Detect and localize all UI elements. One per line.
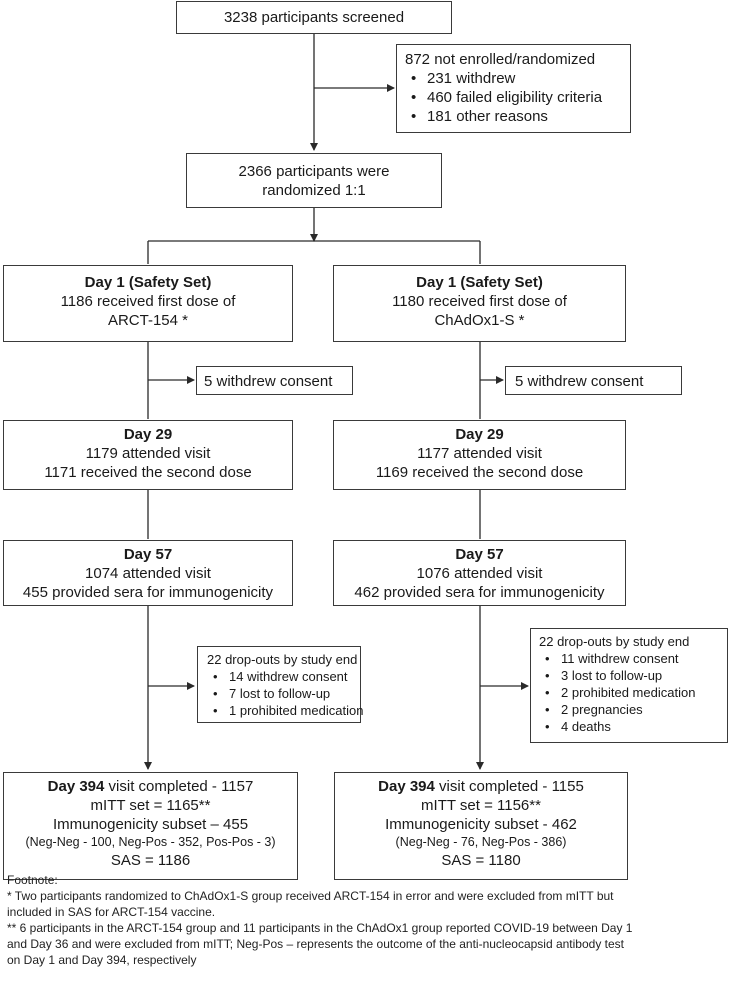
not-enrolled-item: 181 other reasons — [405, 107, 630, 126]
footnote-2b: and Day 36 and were excluded from mITT; … — [7, 937, 625, 951]
left-day394-mitt: mITT set = 1165** — [90, 797, 211, 814]
right-day57-line1: 1076 attended visit — [416, 565, 543, 582]
footnote: Footnote: * Two participants randomized … — [7, 872, 722, 968]
randomized-line1: 2366 participants were — [238, 163, 390, 180]
right-day29-title: Day 29 — [455, 426, 504, 443]
footnote-2c: on Day 1 and Day 394, respectively — [7, 953, 197, 967]
right-dropouts-item: 2 prohibited medication — [539, 684, 727, 701]
right-day394-box: Day 394 visit completed - 1155 mITT set … — [334, 772, 628, 880]
right-dropouts-item: 2 pregnancies — [539, 701, 727, 718]
right-day57-box: Day 57 1076 attended visit 462 provided … — [333, 540, 626, 606]
left-dropouts-box: 22 drop-outs by study end 14 withdrew co… — [197, 646, 363, 723]
left-dropouts-item: 7 lost to follow-up — [207, 685, 360, 702]
left-day394-title-bold: Day 394 — [47, 778, 105, 795]
right-day1-line1: 1180 received first dose of — [392, 293, 567, 310]
right-dropouts-title: 22 drop-outs by study end — [539, 634, 690, 649]
left-day29-line1: 1179 attended visit — [85, 445, 211, 462]
right-day29-box: Day 29 1177 attended visit 1169 received… — [333, 420, 626, 490]
right-day394-immuno: Immunogenicity subset - 462 — [385, 816, 577, 833]
right-day29-line1: 1177 attended visit — [417, 445, 542, 462]
right-day394-title-bold: Day 394 — [378, 778, 435, 795]
randomized-box: 2366 participants were randomized 1:1 — [186, 153, 442, 208]
left-day394-title: Day 394 visit completed - 1157 — [4, 777, 297, 796]
right-day1-box: Day 1 (Safety Set) 1180 received first d… — [333, 265, 626, 342]
left-dropouts-title: 22 drop-outs by study end — [207, 652, 358, 667]
left-day394-subset: (Neg-Neg - 100, Neg-Pos - 352, Pos-Pos -… — [25, 835, 276, 849]
randomized-line2: randomized 1:1 — [262, 182, 366, 199]
right-dropouts-box: 22 drop-outs by study end 11 withdrew co… — [530, 628, 728, 743]
not-enrolled-item: 460 failed eligibility criteria — [405, 88, 630, 107]
footnote-2a: ** 6 participants in the ARCT-154 group … — [7, 921, 633, 935]
right-dropouts-item: 3 lost to follow-up — [539, 667, 727, 684]
left-day1-line2: ARCT-154 * — [107, 312, 189, 329]
left-day29-title: Day 29 — [123, 426, 173, 443]
right-dropouts-item: 11 withdrew consent — [539, 650, 727, 667]
left-withdrew-box: 5 withdrew consent — [196, 366, 353, 395]
right-day29-line2: 1169 received the second dose — [375, 464, 584, 481]
right-day57-line2: 462 provided sera for immunogenicity — [354, 584, 605, 601]
right-withdrew-text: 5 withdrew consent — [515, 373, 644, 390]
left-day394-box: Day 394 visit completed - 1157 mITT set … — [3, 772, 298, 880]
not-enrolled-title: 872 not enrolled/randomized — [405, 51, 596, 68]
right-day1-line2: ChAdOx1-S * — [434, 312, 525, 329]
left-day1-title: Day 1 (Safety Set) — [84, 274, 212, 291]
left-day57-line1: 1074 attended visit — [85, 565, 211, 582]
screened-text: 3238 participants screened — [223, 9, 405, 26]
left-day29-line2: 1171 received the second dose — [44, 464, 252, 481]
left-withdrew-text: 5 withdrew consent — [204, 373, 333, 390]
right-withdrew-box: 5 withdrew consent — [505, 366, 682, 395]
screened-box: 3238 participants screened — [176, 1, 452, 34]
right-day1-title: Day 1 (Safety Set) — [416, 274, 543, 291]
left-day394-sas: SAS = 1186 — [110, 852, 191, 869]
not-enrolled-item: 231 withdrew — [405, 69, 630, 88]
right-day57-title: Day 57 — [455, 546, 504, 563]
right-day394-title: Day 394 visit completed - 1155 — [335, 777, 627, 796]
footnote-1b: included in SAS for ARCT-154 vaccine. — [7, 905, 216, 919]
right-day394-sas: SAS = 1180 — [441, 852, 521, 869]
footnote-label: Footnote: — [7, 873, 58, 887]
left-day1-box: Day 1 (Safety Set) 1186 received first d… — [3, 265, 293, 342]
right-day394-subset: (Neg-Neg - 76, Neg-Pos - 386) — [395, 835, 567, 849]
footnote-1a: * Two participants randomized to ChAdOx1… — [7, 889, 614, 903]
not-enrolled-box: 872 not enrolled/randomized 231 withdrew… — [396, 44, 631, 133]
left-dropouts-item: 1 prohibited medication — [207, 702, 363, 719]
left-day1-line1: 1186 received first dose of — [60, 293, 236, 310]
right-dropouts-item: 4 deaths — [539, 718, 727, 735]
left-day394-title-rest: visit completed - 1157 — [104, 778, 254, 795]
left-day57-line2: 455 provided sera for immunogenicity — [22, 584, 274, 601]
left-day57-box: Day 57 1074 attended visit 455 provided … — [3, 540, 293, 606]
left-day394-immuno: Immunogenicity subset – 455 — [52, 816, 249, 833]
left-dropouts-item: 14 withdrew consent — [207, 668, 360, 685]
left-day29-box: Day 29 1179 attended visit 1171 received… — [3, 420, 293, 490]
left-day57-title: Day 57 — [123, 546, 173, 563]
right-day394-mitt: mITT set = 1156** — [421, 797, 541, 814]
right-day394-title-rest: visit completed - 1155 — [434, 778, 584, 795]
